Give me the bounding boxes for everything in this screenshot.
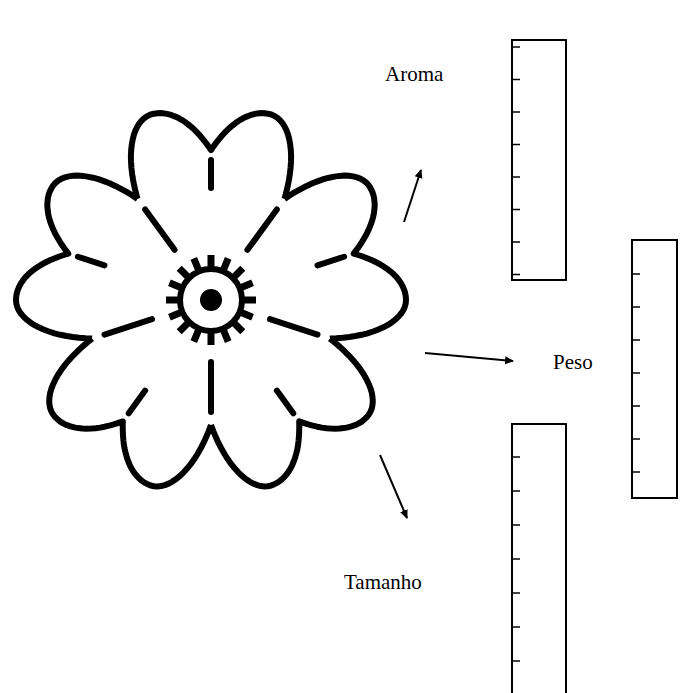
tick-mark <box>512 626 520 628</box>
tick-mark <box>512 111 520 113</box>
tick-mark <box>512 274 520 276</box>
petal-outline <box>16 113 406 486</box>
tick-mark <box>632 273 640 275</box>
tick-mark <box>512 592 520 594</box>
variable-label: Aroma <box>385 62 443 87</box>
petal-line <box>208 160 214 188</box>
scale-ticks <box>512 47 640 661</box>
tick-mark <box>512 176 520 178</box>
tick-mark <box>512 79 520 81</box>
scale-bar <box>512 424 566 693</box>
scale-bar <box>632 240 677 498</box>
petal-line <box>104 319 152 334</box>
flower-center-dot <box>200 289 222 311</box>
variable-label: Tamanho <box>344 570 422 595</box>
petal-line <box>270 319 318 334</box>
petal-line <box>277 391 293 414</box>
tick-mark <box>512 144 520 146</box>
petal-line <box>318 257 345 266</box>
tick-mark <box>632 471 640 473</box>
tick-mark <box>632 405 640 407</box>
tick-mark <box>632 438 640 440</box>
scale-bar <box>512 40 566 280</box>
variable-label: Peso <box>553 350 593 375</box>
petal-lines <box>78 160 344 413</box>
flower-center-teeth <box>166 255 256 345</box>
tick-mark <box>632 306 640 308</box>
tick-mark <box>512 241 520 243</box>
petal-line <box>208 362 214 412</box>
tick-mark <box>632 339 640 341</box>
tick-mark <box>512 558 520 560</box>
arrow <box>404 170 421 222</box>
tick-mark <box>512 660 520 662</box>
petal-line <box>247 209 276 249</box>
arrow <box>380 455 407 518</box>
tick-mark <box>512 209 520 211</box>
tick-mark <box>512 46 520 48</box>
arrow <box>425 353 513 361</box>
tick-mark <box>632 372 640 374</box>
petal-line <box>145 209 174 249</box>
tick-mark <box>512 524 520 526</box>
flower-center-ring <box>180 269 242 331</box>
tick-mark <box>512 490 520 492</box>
petal-line <box>78 257 105 266</box>
petal-line <box>129 391 145 414</box>
tick-mark <box>512 456 520 458</box>
